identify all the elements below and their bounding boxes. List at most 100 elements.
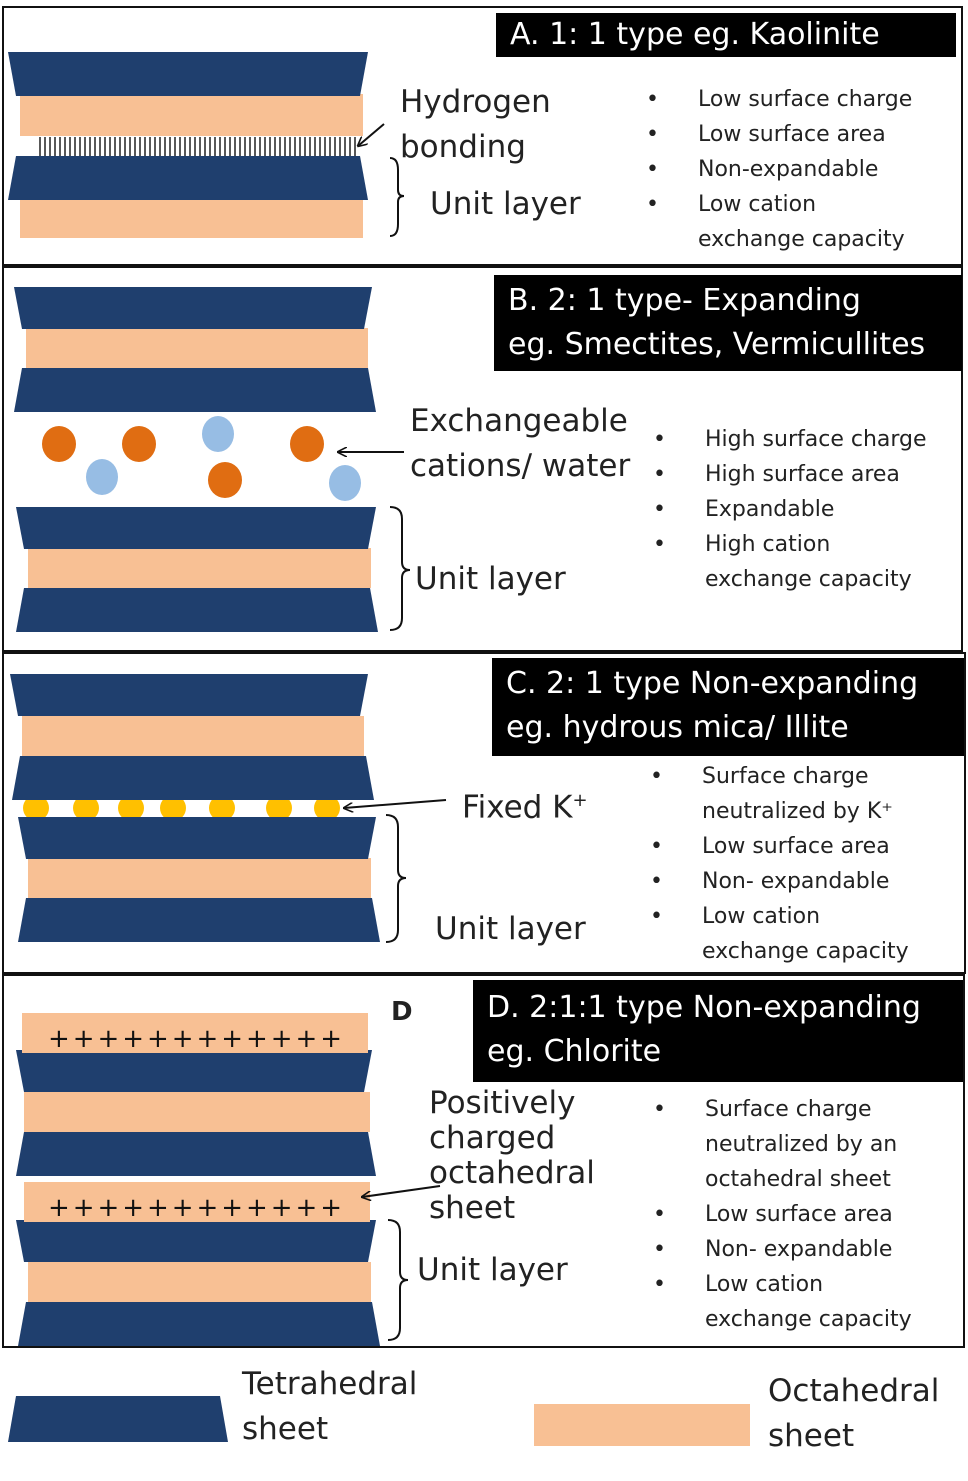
bullet-d-3: Non- expandable bbox=[653, 1232, 912, 1267]
panel-c-title: C. 2: 1 type Non-expanding eg. hydrous m… bbox=[492, 658, 964, 756]
legend-tetra-label-2: sheet bbox=[242, 1411, 329, 1447]
label-pos-1: Positively bbox=[429, 1085, 576, 1121]
panel-b-title-line-1: B. 2: 1 type- Expanding bbox=[508, 283, 861, 318]
water-molecule-2 bbox=[86, 459, 118, 495]
exchangeable-cation-3 bbox=[290, 426, 324, 462]
plus-row-interlayer: + + + + + + + + + + + + bbox=[48, 1193, 342, 1223]
legend-octa-label-1: Octahedral bbox=[768, 1373, 940, 1409]
tetrahedral-sheet-c2 bbox=[12, 756, 374, 800]
panel-d-title-line-2: eg. Chlorite bbox=[487, 1034, 662, 1069]
tetrahedral-sheet-b4 bbox=[16, 588, 378, 632]
plus-rows: + + + + + + + + + + + + + + + + + + + + +… bbox=[48, 1024, 342, 1223]
tetrahedral-sheet-c1 bbox=[10, 674, 368, 716]
label-pos-3: octahedral bbox=[429, 1155, 595, 1191]
potassium-ion-7 bbox=[314, 795, 340, 821]
octahedral-sheet-d1 bbox=[24, 1092, 370, 1132]
water-molecule-3 bbox=[329, 465, 361, 501]
tetrahedral-sheet-d1 bbox=[16, 1050, 372, 1092]
potassium-ion-1 bbox=[23, 795, 49, 821]
bullet-a-2: Low surface area bbox=[646, 117, 912, 152]
label-positively-charged: Positively charged octahedral sheet bbox=[429, 1086, 595, 1226]
exchangeable-cation-1 bbox=[42, 426, 76, 462]
potassium-ion-5 bbox=[209, 795, 235, 821]
bullet-b-2: High surface area bbox=[653, 457, 927, 492]
bullet-d-2: Low surface area bbox=[653, 1197, 912, 1232]
potassium-ion-3 bbox=[118, 795, 144, 821]
panel-b-title-line-2: eg. Smectites, Vermicullites bbox=[508, 327, 926, 362]
label-hydrogen-bonding-1: Hydrogen bbox=[400, 84, 551, 120]
octahedral-sheet-a1 bbox=[20, 94, 363, 136]
bullet-c-3: Non- expandable bbox=[650, 864, 909, 899]
bullet-c-2: Low surface area bbox=[650, 829, 909, 864]
brace-unit-layer-d bbox=[387, 1219, 409, 1341]
potassium-ion-6 bbox=[266, 795, 292, 821]
label-fixed-k-sup: + bbox=[572, 790, 588, 811]
bullets-b: High surface charge High surface area Ex… bbox=[653, 422, 927, 597]
bullets-a: Low surface charge Low surface area Non-… bbox=[646, 82, 912, 257]
potassium-ion-4 bbox=[160, 795, 186, 821]
brace-unit-layer-b bbox=[389, 506, 411, 631]
octahedral-sheet-c1 bbox=[22, 716, 364, 756]
label-fixed-k-text: Fixed K bbox=[462, 789, 573, 826]
octahedral-sheet-b1 bbox=[26, 328, 368, 368]
tetrahedral-sheet-b1 bbox=[14, 287, 372, 329]
legend-octa-label-2: sheet bbox=[768, 1418, 855, 1454]
octahedral-sheet-c2 bbox=[28, 858, 371, 898]
bullet-b-3: Expandable bbox=[653, 492, 927, 527]
label-unit-layer-b: Unit layer bbox=[415, 561, 566, 597]
arrow-fixed-k bbox=[344, 799, 447, 808]
brace-unit-layer-a bbox=[389, 157, 405, 237]
legend-tetra-label-1: Tetrahedral bbox=[242, 1366, 418, 1402]
tetrahedral-sheet-c3 bbox=[18, 817, 376, 859]
legend-tetrahedral-swatch bbox=[8, 1396, 228, 1442]
bullet-a-3: Non-expandable bbox=[646, 152, 912, 187]
legend-octahedral-swatch bbox=[534, 1404, 750, 1446]
tetrahedral-sheet-d3 bbox=[16, 1220, 376, 1262]
panel-d-title: D. 2:1:1 type Non-expanding eg. Chlorite bbox=[473, 980, 963, 1082]
panel-c-title-line-1: C. 2: 1 type Non-expanding bbox=[506, 666, 919, 701]
octahedral-sheet-d2 bbox=[28, 1262, 371, 1302]
tetrahedral-sheet-d4 bbox=[18, 1302, 380, 1346]
tetrahedral-sheet-a1 bbox=[8, 52, 368, 96]
panel-a-title: A. 1: 1 type eg. Kaolinite bbox=[496, 13, 956, 57]
tetrahedral-sheet-d2 bbox=[16, 1132, 376, 1176]
exchangeable-cation-2 bbox=[122, 426, 156, 462]
octahedral-sheet-a2 bbox=[20, 198, 363, 238]
panel-c-title-line-2: eg. hydrous mica/ Illite bbox=[506, 710, 849, 745]
label-cations-water: cations/ water bbox=[410, 448, 631, 484]
octahedral-sheet-b2 bbox=[28, 548, 371, 588]
bullet-a-1: Low surface charge bbox=[646, 82, 912, 117]
tetrahedral-sheet-b2 bbox=[14, 368, 376, 412]
label-pos-4: sheet bbox=[429, 1190, 516, 1226]
label-pos-2: charged bbox=[429, 1120, 556, 1156]
bullet-b-1: High surface charge bbox=[653, 422, 927, 457]
exchangeable-cation-4 bbox=[208, 462, 242, 498]
tetrahedral-sheet-c4 bbox=[18, 898, 380, 942]
label-unit-layer-a: Unit layer bbox=[430, 186, 581, 222]
label-unit-layer-c: Unit layer bbox=[435, 911, 586, 947]
label-unit-layer-d: Unit layer bbox=[417, 1252, 568, 1288]
brace-unit-layer-c bbox=[385, 814, 407, 943]
octahedral-sheet-d-positive-top bbox=[22, 1013, 368, 1053]
plus-row-top: + + + + + + + + + + + + bbox=[48, 1024, 342, 1054]
panel-d-title-line-1: D. 2:1:1 type Non-expanding bbox=[487, 990, 921, 1025]
panel-d-letter: D bbox=[391, 997, 413, 1027]
panel-b-title: B. 2: 1 type- Expanding eg. Smectites, V… bbox=[494, 275, 962, 371]
octahedral-sheet-d-positive-interlayer bbox=[24, 1182, 370, 1222]
arrow-hydrogen-bonding bbox=[358, 123, 385, 146]
tetrahedral-sheet-b3 bbox=[16, 507, 376, 549]
water-molecule-1 bbox=[202, 416, 234, 452]
potassium-ion-2 bbox=[73, 795, 99, 821]
label-hydrogen-bonding-2: bonding bbox=[400, 129, 526, 165]
label-exchangeable: Exchangeable bbox=[410, 403, 628, 439]
label-fixed-k: Fixed K+ bbox=[462, 778, 588, 830]
